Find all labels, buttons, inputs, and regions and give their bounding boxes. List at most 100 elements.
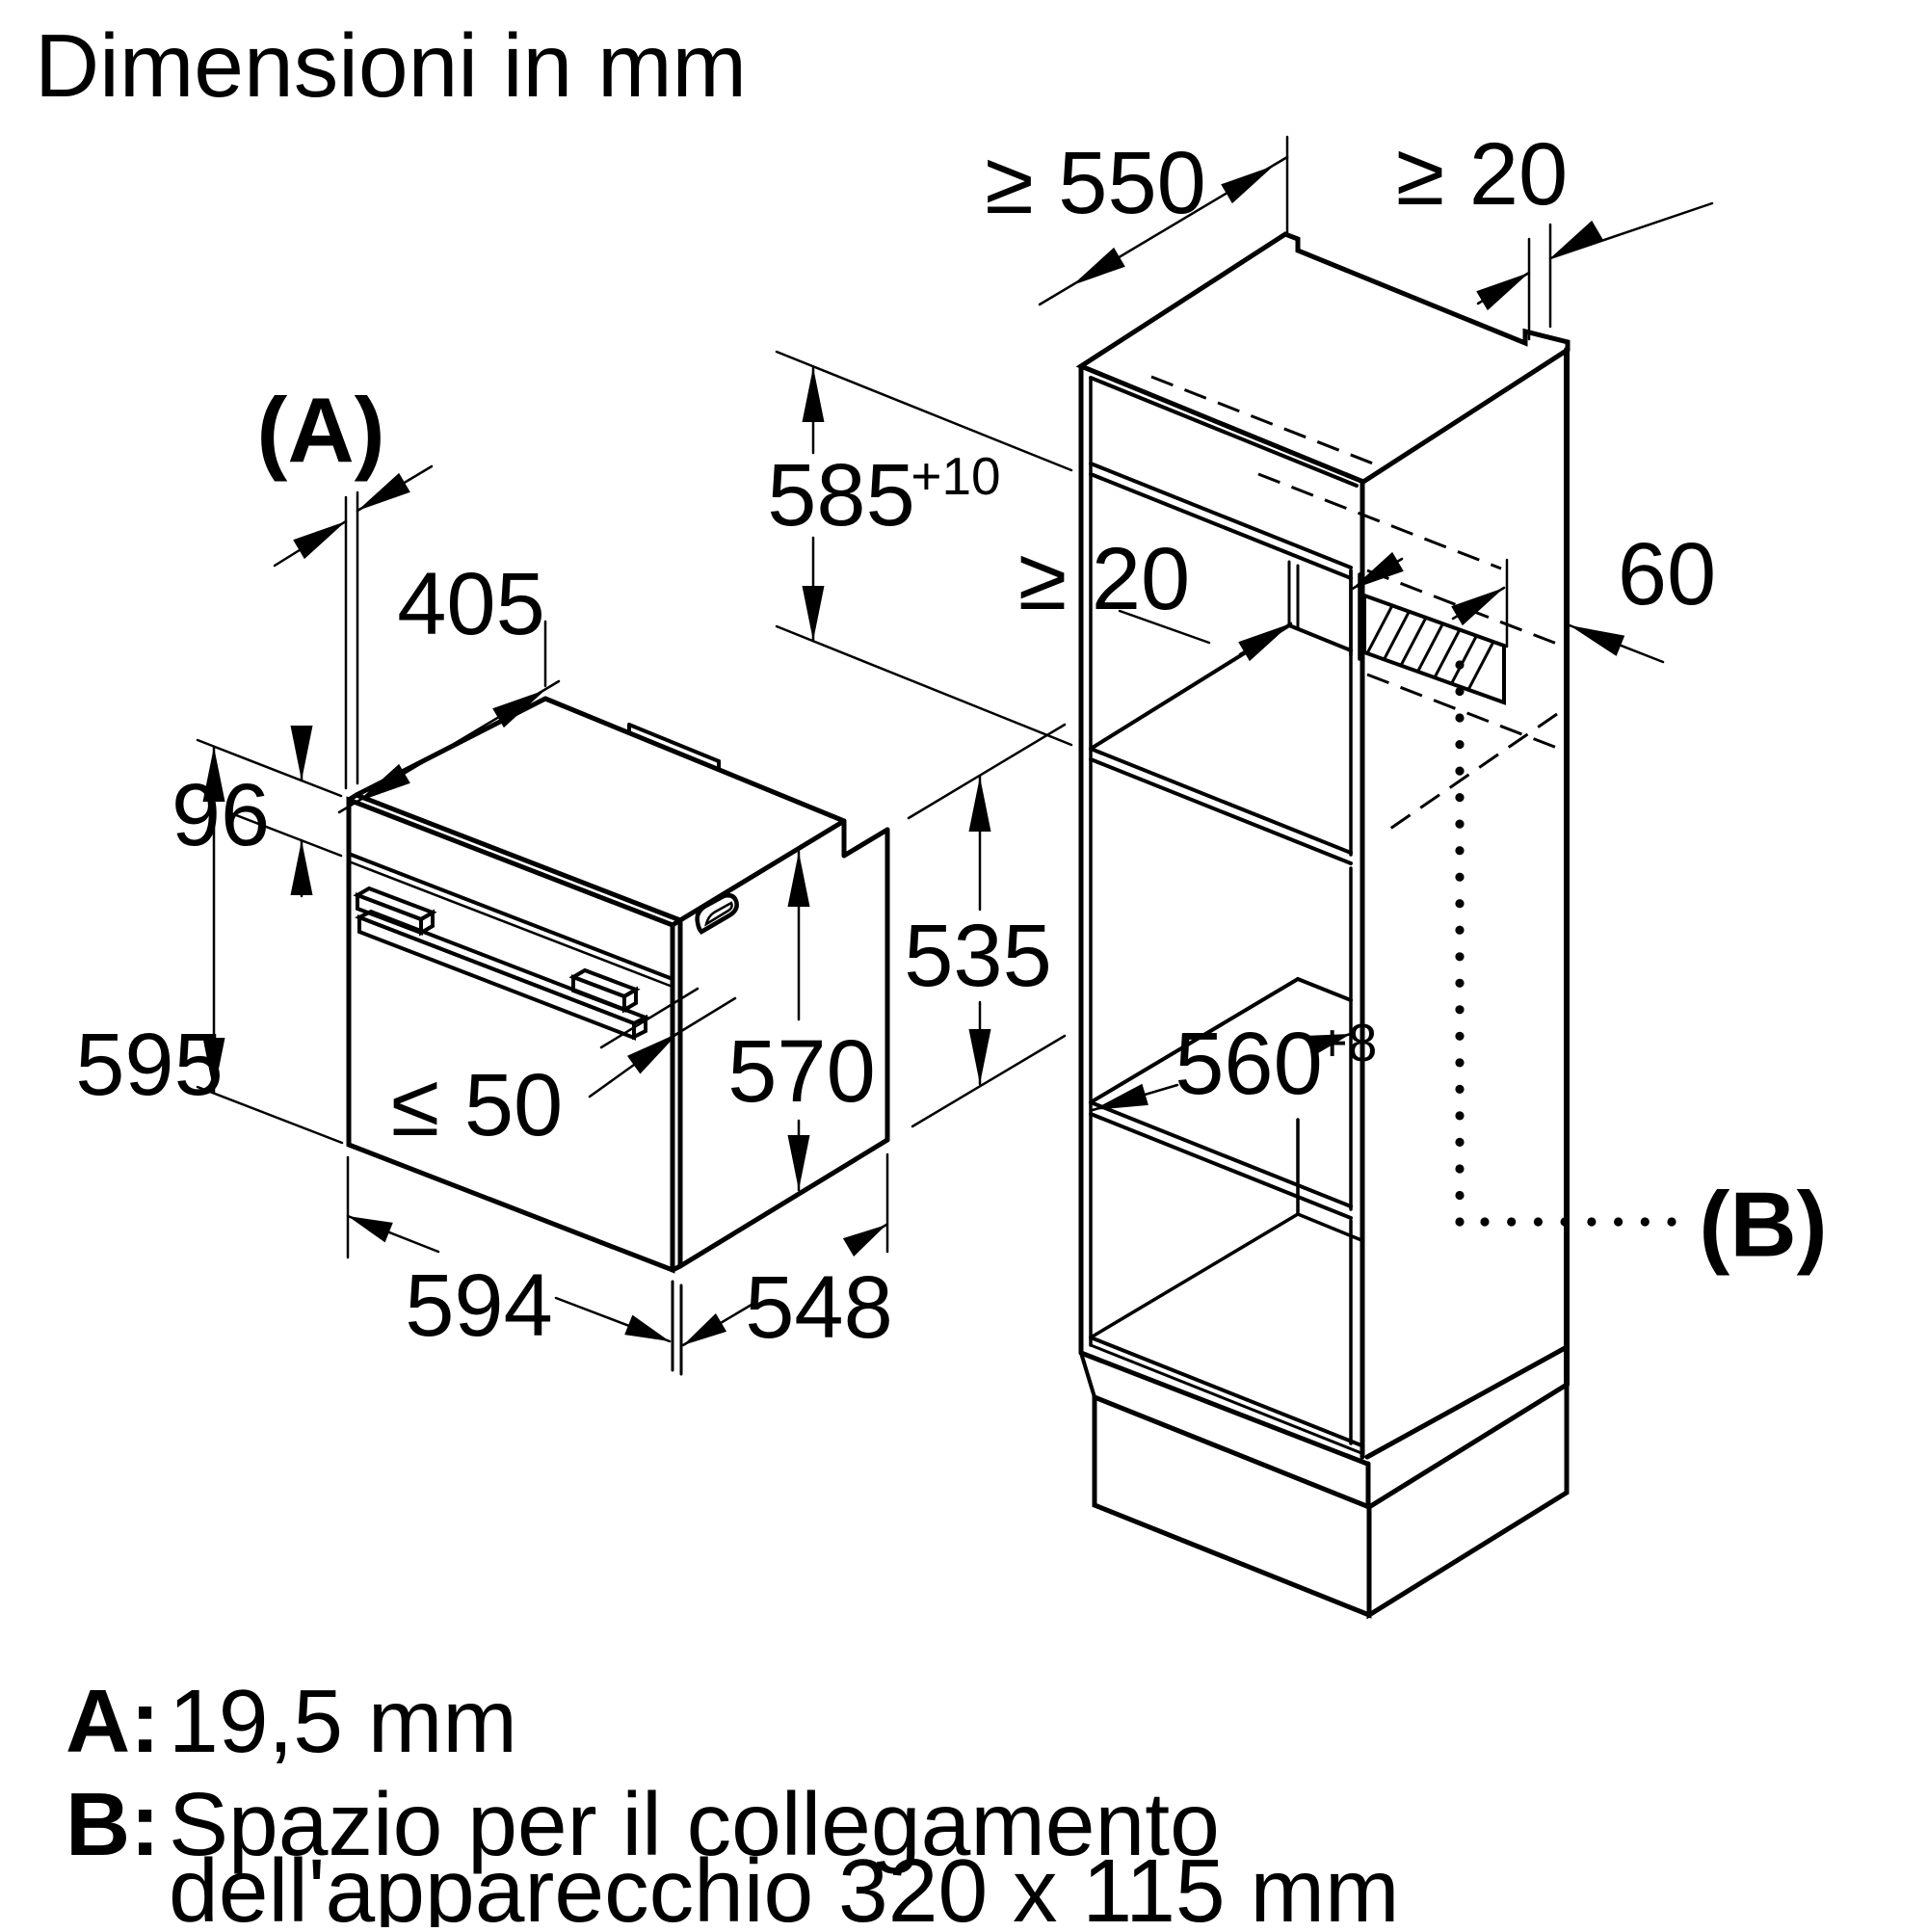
cabinet-rail-hatch bbox=[1466, 641, 1495, 691]
arrow-570-bottom bbox=[787, 1135, 810, 1190]
cabinet-plinth-right-face bbox=[1366, 1380, 1570, 1620]
cabinet-rail-hatch bbox=[1383, 610, 1411, 660]
b-dotted-horizontal-dot bbox=[1560, 1217, 1570, 1227]
arrow-550-right bbox=[1221, 166, 1274, 204]
cabinet-shelf1-top-line bbox=[1089, 462, 1353, 569]
b-dotted-vertical-dot bbox=[1455, 1084, 1465, 1094]
cabinet-shelf3-surface-left-edge bbox=[1089, 977, 1300, 1104]
oven-bottom-front-right-edge bbox=[670, 1263, 683, 1273]
b-dotted-vertical-dot bbox=[1455, 1111, 1465, 1121]
leader-a-right bbox=[356, 464, 434, 513]
ext-line-96-bottom bbox=[229, 811, 343, 858]
b-dotted-vertical bbox=[1455, 660, 1465, 1227]
b-dotted-vertical-dot bbox=[1455, 925, 1465, 935]
arrow-560-left bbox=[1093, 1083, 1148, 1110]
cabinet-shelf3-bottom-line bbox=[1089, 1112, 1353, 1220]
ext-line-595-top bbox=[196, 738, 222, 751]
cabinet-rail-hatch bbox=[1365, 604, 1394, 654]
cabinet-rail-hatch bbox=[1399, 617, 1428, 667]
arrow-rail bbox=[1451, 588, 1504, 626]
arrow-535-top bbox=[968, 777, 991, 832]
dim-label-405: 405 bbox=[397, 555, 545, 653]
oven-top-step-edge bbox=[542, 696, 847, 824]
oven-handle-bar-end bbox=[632, 1014, 647, 1041]
oven-rear-ledge-edge bbox=[841, 827, 890, 859]
cabinet-rear-rail-section bbox=[1362, 593, 1506, 705]
arrow-548-left bbox=[683, 1313, 727, 1345]
oven-door-glass-line bbox=[347, 860, 674, 989]
arrow-585-top bbox=[802, 367, 825, 422]
leader-20slot-text bbox=[1118, 609, 1211, 645]
ext-line-96-top bbox=[218, 747, 343, 798]
arrow-594-right bbox=[624, 1314, 670, 1341]
arrow-20top-left bbox=[1476, 273, 1529, 311]
b-dotted-vertical-dot bbox=[1455, 819, 1465, 829]
oven-handle-foot-left-end bbox=[419, 909, 435, 937]
b-dotted-vertical-dot bbox=[1455, 899, 1465, 909]
note-a-label: A: bbox=[66, 1671, 160, 1771]
b-dotted-vertical-dot bbox=[1455, 793, 1465, 803]
oven-control-panel-line bbox=[347, 852, 674, 981]
dim-line-594-left bbox=[346, 1214, 440, 1254]
dim-label-a-ref: (A) bbox=[256, 380, 384, 483]
cabinet-drawing bbox=[1075, 231, 1571, 1620]
cabinet-rail-hatch bbox=[1450, 635, 1478, 685]
legend-notes: A: 19,5 mm B: Spazio per il collegamento… bbox=[66, 1671, 1399, 1932]
cabinet-floor-surface-back-edge bbox=[1296, 1212, 1363, 1242]
b-dotted-vertical-dot bbox=[1455, 978, 1465, 988]
cabinet-floor-surface-left-edge bbox=[1089, 1212, 1300, 1339]
leader-60 bbox=[1568, 623, 1665, 664]
oven-grip-hole-outer bbox=[695, 892, 739, 935]
cabinet-shelf1-bottom-line bbox=[1089, 472, 1353, 580]
arrow-96-bottom bbox=[290, 840, 313, 895]
b-dotted-vertical-dot bbox=[1455, 1190, 1465, 1201]
b-dotted-vertical-dot bbox=[1455, 740, 1465, 750]
cabinet-top-face bbox=[1075, 231, 1571, 485]
cabinet-rail-hatch bbox=[1416, 622, 1444, 673]
dim-label-535: 535 bbox=[904, 907, 1052, 1005]
b-dotted-vertical-dot bbox=[1455, 952, 1465, 962]
arrow-570-top bbox=[787, 852, 810, 907]
oven-drawing bbox=[346, 696, 890, 1274]
arrow-535-bottom bbox=[968, 1029, 991, 1084]
arrow-96-top bbox=[290, 726, 313, 781]
cabinet-bottom-front-edge bbox=[1078, 1350, 1370, 1467]
b-dotted-horizontal-dot bbox=[1667, 1217, 1676, 1227]
note-b-text-line1: Spazio per il collegamento bbox=[169, 1774, 1220, 1874]
dim-label-594: 594 bbox=[405, 1257, 553, 1355]
arrow-585-bottom bbox=[802, 586, 825, 641]
page-title: Dimensioni in mm bbox=[35, 15, 747, 116]
leader-a-left bbox=[273, 519, 348, 568]
b-dotted-horizontal bbox=[1480, 1217, 1676, 1227]
arrow-550-left bbox=[1072, 247, 1125, 285]
b-dotted-vertical-dot bbox=[1455, 1058, 1465, 1068]
oven-handle-foot-right-end bbox=[622, 986, 638, 1014]
leader-20top-left bbox=[1476, 271, 1531, 305]
oven-door-top-back-edge bbox=[354, 792, 683, 923]
cabinet-top-inner-line bbox=[1089, 376, 1359, 488]
arrow-560-right bbox=[1307, 1034, 1351, 1056]
b-dotted-horizontal-dot bbox=[1640, 1217, 1650, 1227]
dim-label-560-tol: +8 bbox=[1317, 1013, 1378, 1072]
b-dotted-vertical-dot bbox=[1455, 766, 1465, 776]
cabinet-hidden-top bbox=[1150, 375, 1379, 467]
b-dotted-vertical-dot bbox=[1455, 1031, 1465, 1041]
dim-label-b-ref: (B) bbox=[1699, 1174, 1827, 1277]
dim-label-570: 570 bbox=[727, 1022, 876, 1121]
cabinet-shelf2-bottom-line bbox=[1089, 757, 1353, 865]
dim-label-20-slot: ≥ 20 bbox=[1018, 530, 1190, 628]
note-b-label: B: bbox=[66, 1774, 160, 1874]
cabinet-shelf3-top-line bbox=[1089, 1100, 1353, 1208]
dim-label-20-top: ≥ 20 bbox=[1396, 125, 1568, 224]
cabinet-floor-top-line bbox=[1089, 1336, 1363, 1447]
b-dotted-vertical-dot bbox=[1455, 686, 1465, 697]
cabinet-dimensions: ≥ 550 ≥ 20 585 +10 535 ≥ 20 60 560 +8 (B… bbox=[767, 125, 1827, 1277]
leader-20slot-right bbox=[1349, 557, 1404, 592]
b-dotted-vertical-dot bbox=[1455, 713, 1465, 723]
ext-line-535-top bbox=[907, 723, 1067, 820]
dim-line-548-left bbox=[681, 1300, 758, 1347]
arrow-20top-right bbox=[1550, 220, 1603, 258]
arrow-548-right bbox=[842, 1225, 886, 1257]
dim-label-60: 60 bbox=[1618, 525, 1716, 623]
arrow-595-bottom bbox=[202, 1038, 225, 1093]
